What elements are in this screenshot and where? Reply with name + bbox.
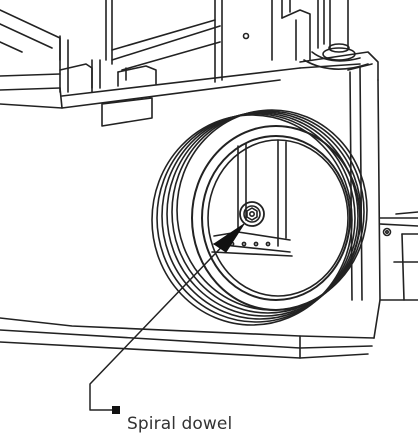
spiral-dowel: [239, 201, 265, 227]
threaded-ring: [151, 109, 368, 326]
base-plate: [0, 317, 375, 359]
callout-marker: [112, 406, 120, 414]
front-rail: [0, 63, 361, 127]
upright-column: [281, 0, 379, 81]
right-housing: [349, 65, 418, 339]
callout-arrowhead: [213, 223, 245, 253]
spiral-dowel-label: Spiral dowel: [127, 414, 233, 434]
callout-leader: [89, 231, 237, 411]
frame-structure: [0, 0, 291, 93]
